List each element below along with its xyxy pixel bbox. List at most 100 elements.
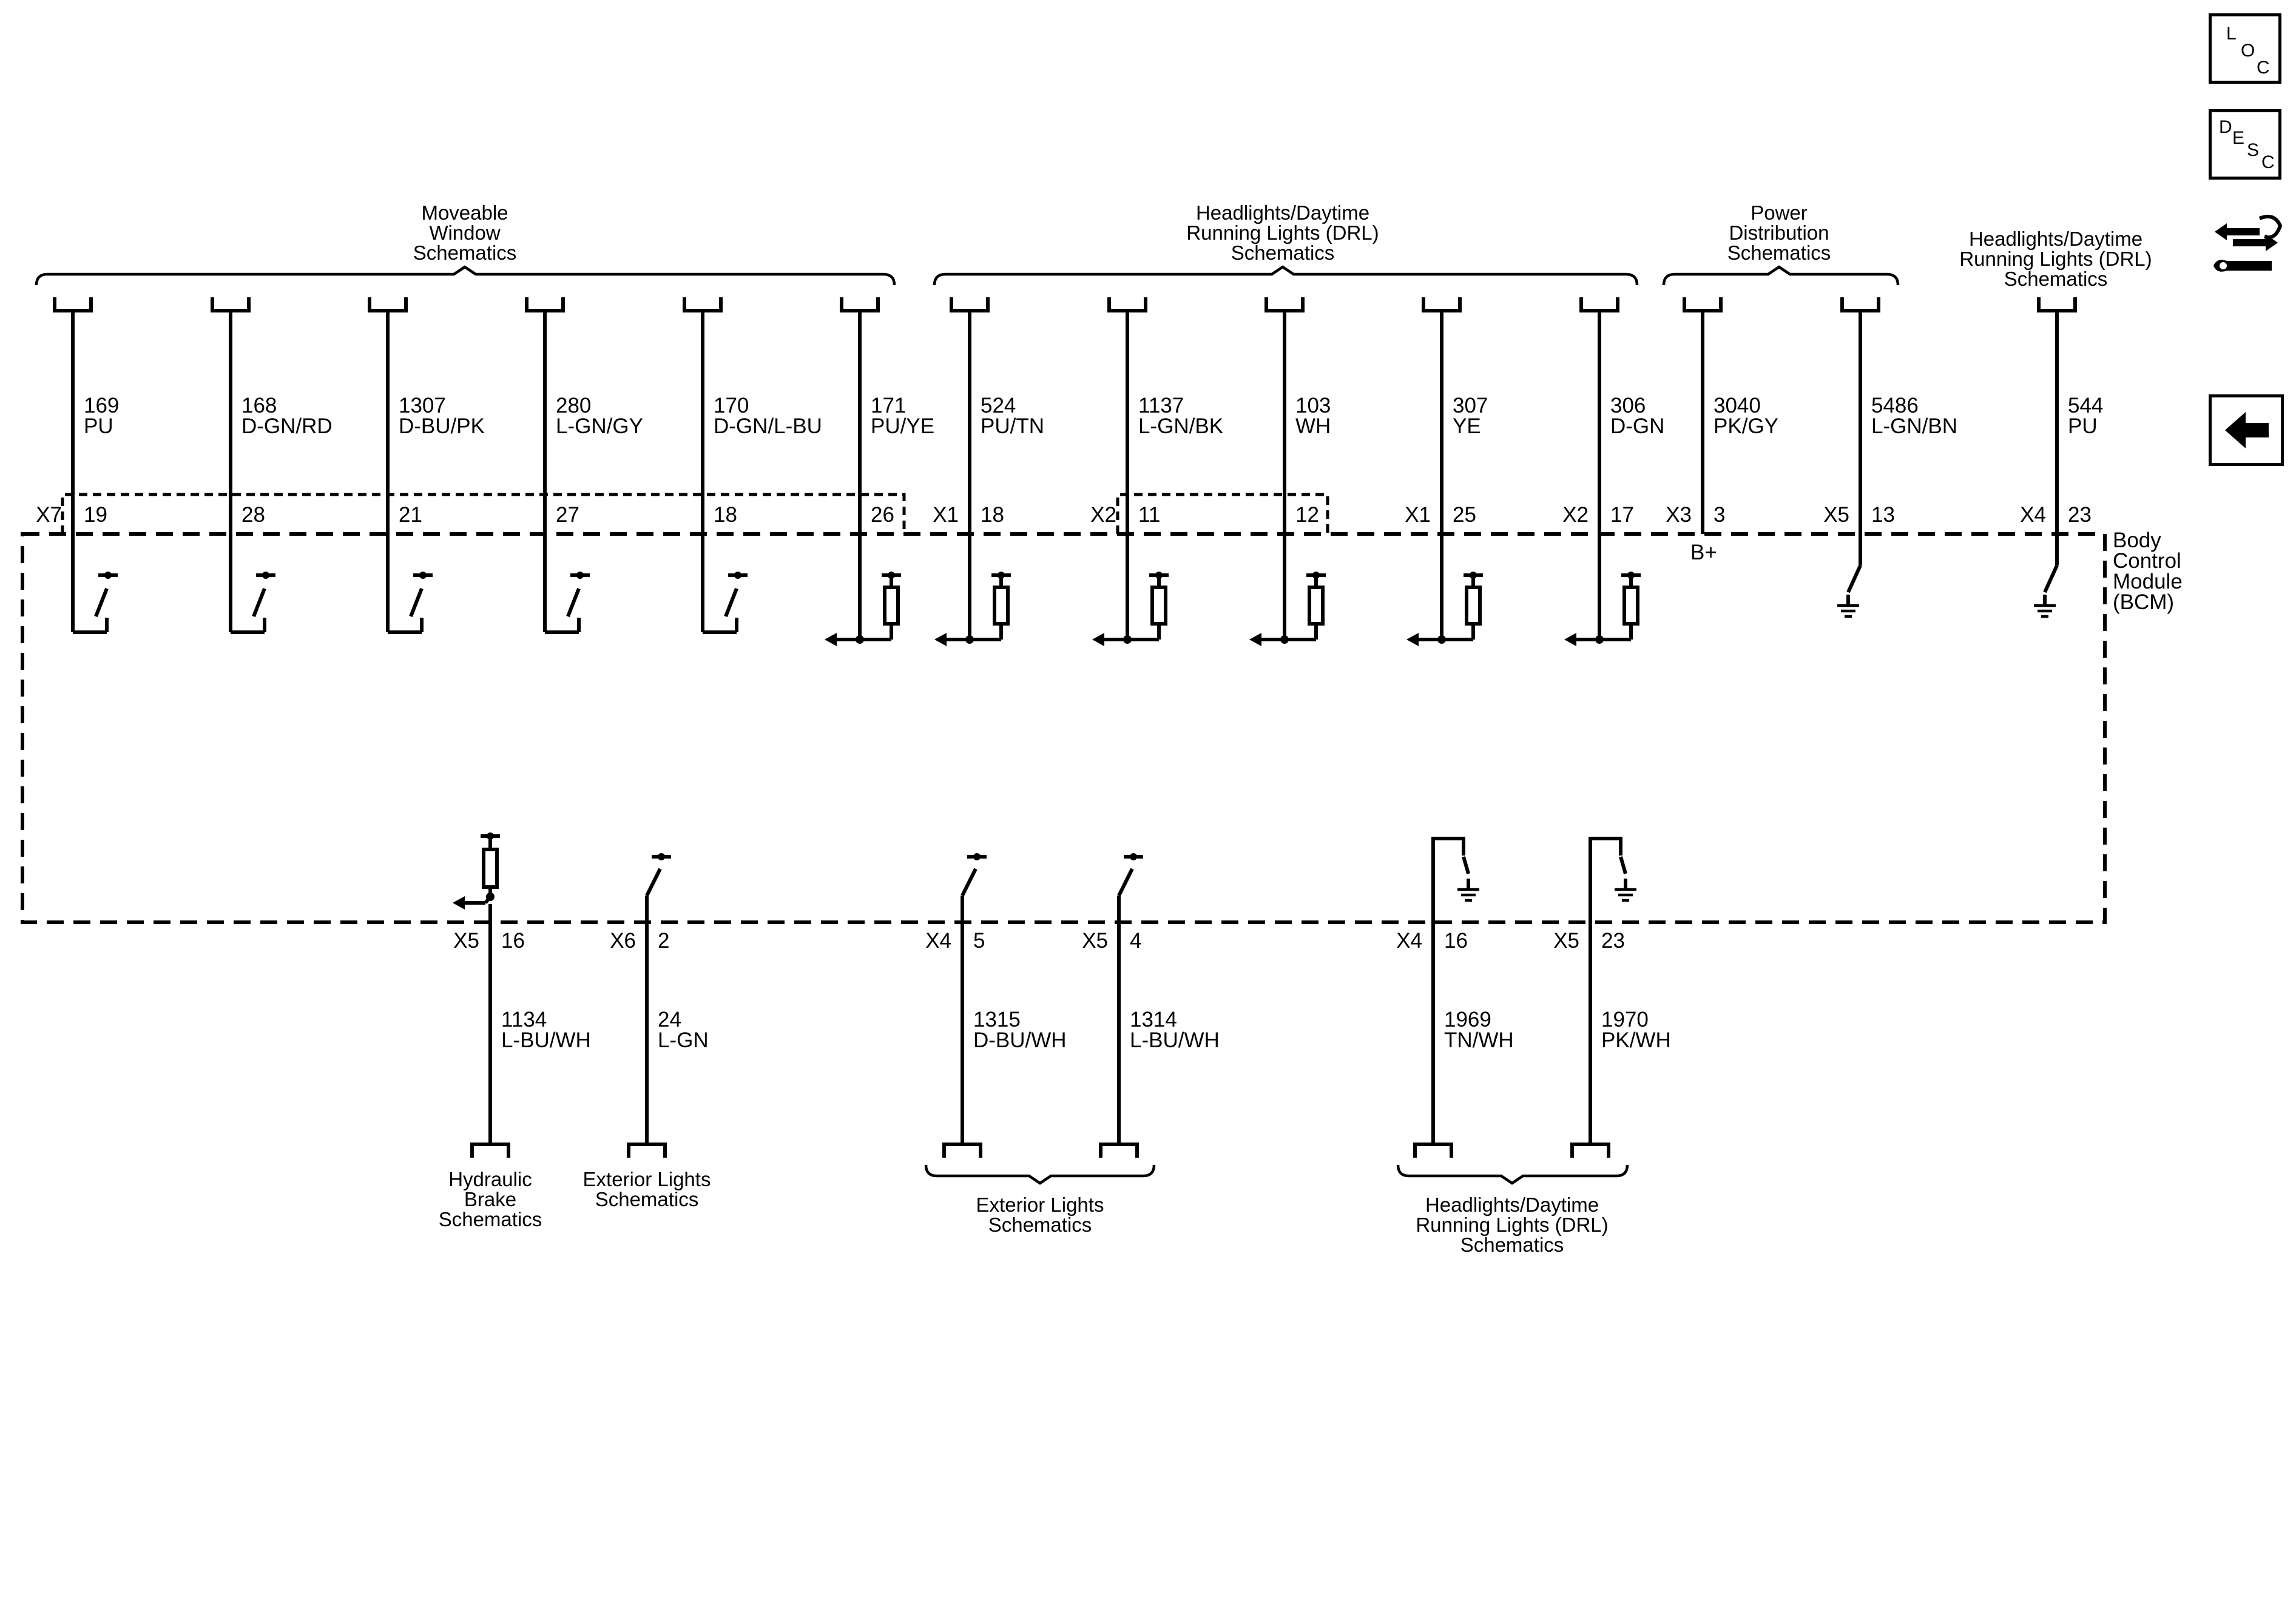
wire-color: PU (84, 414, 113, 438)
top-header-power-distribution[interactable]: Power Distribution Schematics (1662, 201, 1900, 286)
svg-text:Schematics: Schematics (2004, 268, 2108, 290)
bottom-label-exterior-lights-pair[interactable]: Exterior Lights Schematics (924, 1164, 1156, 1236)
pin-number: 5 (973, 929, 985, 953)
desc-letter-s: S (2247, 140, 2260, 160)
circuit-number: 1315 (973, 1008, 1021, 1031)
wire-color: PK/GY (1714, 414, 1778, 438)
desc-button[interactable]: D E S C (2209, 109, 2281, 180)
circuit-number: 544 (2068, 394, 2103, 417)
pin-number: 18 (981, 503, 1004, 527)
pin-number: 13 (1871, 503, 1895, 527)
top-header-headlights-drl[interactable]: Headlights/Daytime Running Lights (DRL) … (933, 201, 1639, 286)
pin-number: 19 (84, 503, 107, 527)
top-header-headlights-drl-right[interactable]: Headlights/Daytime Running Lights (DRL) … (1959, 228, 2152, 290)
svg-text:Exterior Lights: Exterior Lights (583, 1168, 711, 1190)
svg-text:Window: Window (429, 221, 501, 244)
bottom-label-headlights-drl[interactable]: Headlights/Daytime Running Lights (DRL) … (1396, 1164, 1629, 1256)
x2-connector-outline (1116, 493, 1329, 534)
connector-id: X4 (925, 929, 951, 953)
pin-number: 28 (241, 503, 265, 527)
pin-number: 18 (714, 503, 737, 527)
connector-id: X4 (1396, 929, 1422, 953)
wire-color: YE (1453, 414, 1481, 438)
svg-text:Brake: Brake (464, 1188, 516, 1210)
circuit-number: 1969 (1444, 1008, 1491, 1031)
svg-text:Control: Control (2113, 549, 2181, 573)
top-header-moveable-window[interactable]: Moveable Window Schematics (35, 201, 896, 286)
x7-connector-outline (61, 493, 906, 534)
circuit-number: 171 (871, 394, 906, 417)
connector-id: X5 (453, 929, 479, 953)
pin-number: 4 (1130, 929, 1141, 953)
desc-letter-c: C (2261, 152, 2275, 172)
svg-text:Schematics: Schematics (595, 1188, 699, 1210)
bcm-module-outline (21, 532, 2107, 924)
desc-letter-d: D (2219, 117, 2232, 137)
pin-number: 23 (2068, 503, 2092, 527)
connector-id: X2 (1090, 503, 1116, 527)
svg-text:Headlights/Daytime: Headlights/Daytime (1196, 201, 1369, 224)
pin-number: 23 (1601, 929, 1625, 953)
connector-id: X2 (1562, 503, 1589, 527)
desc-letter-e: E (2232, 128, 2245, 148)
bottom-label-exterior-lights[interactable]: Exterior Lights Schematics (583, 1168, 711, 1210)
circuit-number: 524 (981, 394, 1016, 417)
svg-text:Power: Power (1751, 201, 1808, 224)
connector-id: X5 (1553, 929, 1579, 953)
pin-number: 27 (556, 503, 579, 527)
connector-wrench-icon[interactable] (2209, 200, 2284, 285)
circuit-number: 3040 (1714, 394, 1761, 417)
svg-text:Schematics: Schematics (439, 1208, 542, 1230)
loc-button[interactable]: L O C (2209, 13, 2281, 84)
svg-text:Schematics: Schematics (1231, 241, 1335, 264)
wire-color: PU/YE (871, 414, 934, 438)
pin-number: 25 (1453, 503, 1476, 527)
pin-number: 16 (1444, 929, 1468, 953)
circuit-number: 1134 (501, 1008, 547, 1031)
wire-color: L-GN/BK (1138, 414, 1223, 438)
connector-id: X1 (1405, 503, 1431, 527)
wire-color: L-BU/WH (501, 1028, 591, 1052)
circuit-number: 1970 (1601, 1008, 1649, 1031)
pin-number: 12 (1295, 503, 1319, 527)
svg-text:(BCM): (BCM) (2113, 590, 2174, 614)
pin-number: 21 (399, 503, 422, 527)
wire-color: D-BU/WH (973, 1028, 1067, 1052)
circuit-number: 280 (556, 394, 591, 417)
circuit-number: 24 (658, 1008, 681, 1031)
connector-id: X4 (2020, 503, 2046, 527)
wire-color: L-GN/BN (1871, 414, 1957, 438)
svg-text:Headlights/Daytime: Headlights/Daytime (1425, 1193, 1599, 1216)
back-arrow-icon (2225, 412, 2269, 448)
pin-number: 3 (1714, 503, 1725, 527)
connector-id: X5 (1823, 503, 1849, 527)
svg-text:Schematics: Schematics (1727, 241, 1831, 264)
circuit-number: 103 (1295, 394, 1331, 417)
back-button[interactable] (2209, 394, 2284, 466)
circuit-number: 170 (714, 394, 749, 417)
circuit-number: 1307 (399, 394, 446, 417)
bottom-label-hydraulic-brake[interactable]: Hydraulic Brake Schematics (439, 1168, 542, 1230)
